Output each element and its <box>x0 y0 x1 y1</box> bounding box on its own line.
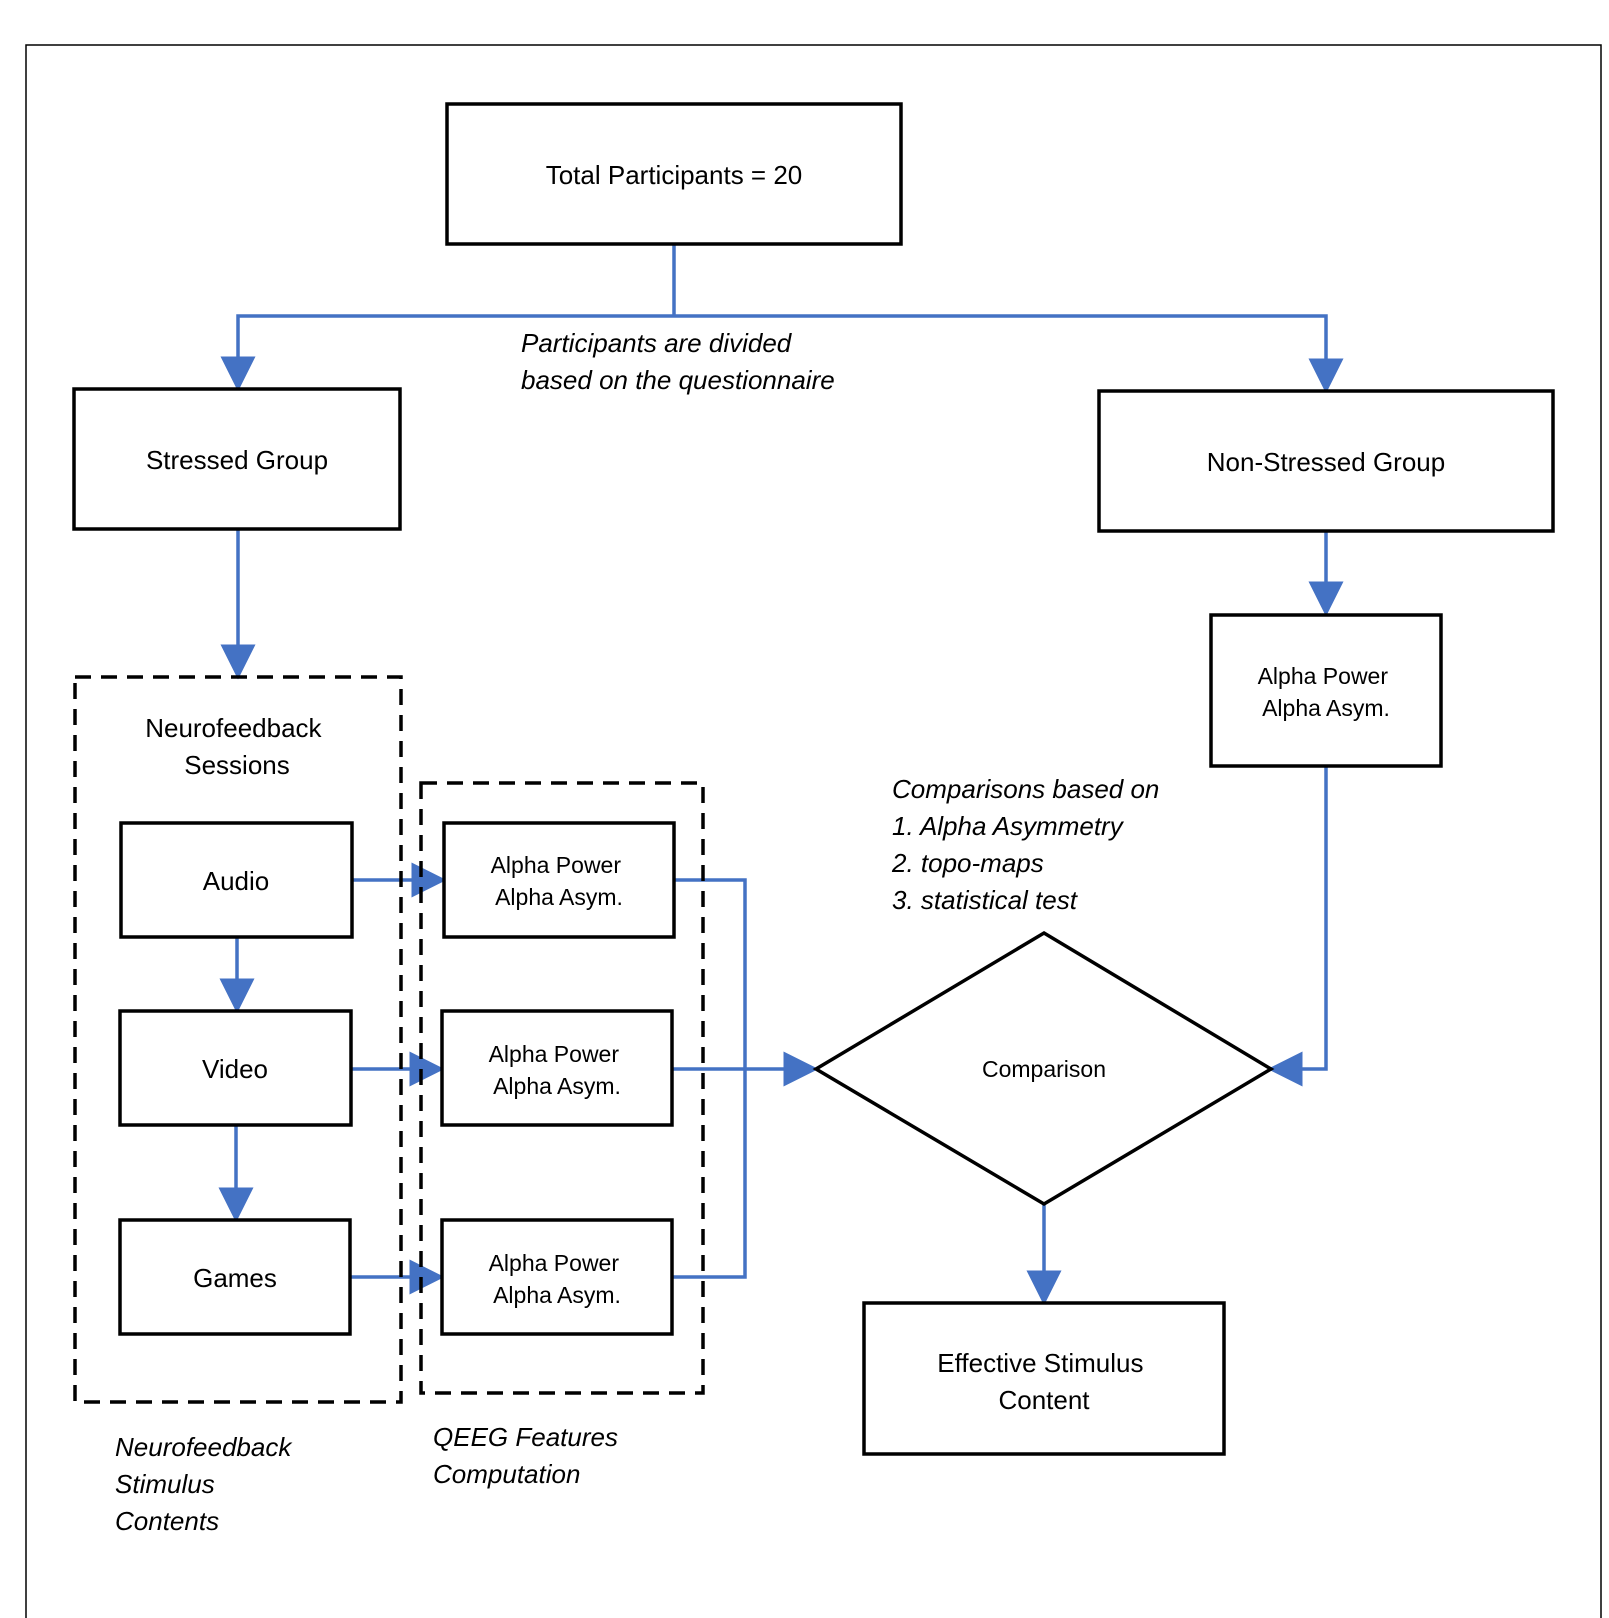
games-features-box <box>440 1218 674 1336</box>
outer-frame <box>25 44 1602 1618</box>
stressed-group-box <box>72 387 402 531</box>
audio-label: Audio <box>203 866 270 896</box>
nf-stimulus-caption: Neurofeedback Stimulus Contents <box>115 1432 299 1536</box>
connectors <box>218 243 1344 1306</box>
arrow-to-non-stressed <box>674 314 1344 394</box>
audio-features-label: Alpha Power Alpha Asym. <box>491 852 628 910</box>
audio-features-box <box>442 821 676 939</box>
games-box <box>118 1218 352 1336</box>
arrow-non-stressed-features-to-comparison <box>1267 766 1328 1087</box>
divided-annotation: Participants are divided based on the qu… <box>521 328 835 395</box>
comparisons-based-annotation: Comparisons based on 1. Alpha Asymmetry … <box>891 774 1167 915</box>
non-stressed-features-box <box>1209 613 1443 768</box>
video-features-box <box>440 1009 674 1127</box>
comparison-diamond <box>812 930 1275 1207</box>
effective-stimulus-box <box>862 1301 1226 1456</box>
non-stressed-group-label: Non-Stressed Group <box>1207 447 1445 477</box>
audio-box <box>119 821 354 939</box>
non-stressed-group-box <box>1097 389 1555 533</box>
nf-sessions-label: Neurofeedback Sessions <box>145 713 329 780</box>
stressed-group-label: Stressed Group <box>146 445 328 475</box>
games-features-label: Alpha Power Alpha Asym. <box>489 1250 626 1308</box>
qeeg-caption: QEEG Features Computation <box>433 1422 625 1489</box>
comparison-label: Comparison <box>982 1056 1106 1082</box>
nf-sessions-group <box>73 675 403 1404</box>
video-box <box>118 1009 353 1127</box>
video-label: Video <box>202 1054 268 1084</box>
games-label: Games <box>193 1263 277 1293</box>
non-stressed-features-label: Alpha Power Alpha Asym. <box>1258 663 1395 721</box>
video-features-label: Alpha Power Alpha Asym. <box>489 1041 626 1099</box>
total-participants-box <box>445 102 903 246</box>
arrow-to-stressed <box>220 314 674 392</box>
bracket-features-join <box>672 878 747 1279</box>
qeeg-features-group <box>419 781 705 1395</box>
total-participants-label: Total Participants = 20 <box>546 160 803 190</box>
effective-stimulus-label: Effective Stimulus Content <box>937 1348 1150 1415</box>
